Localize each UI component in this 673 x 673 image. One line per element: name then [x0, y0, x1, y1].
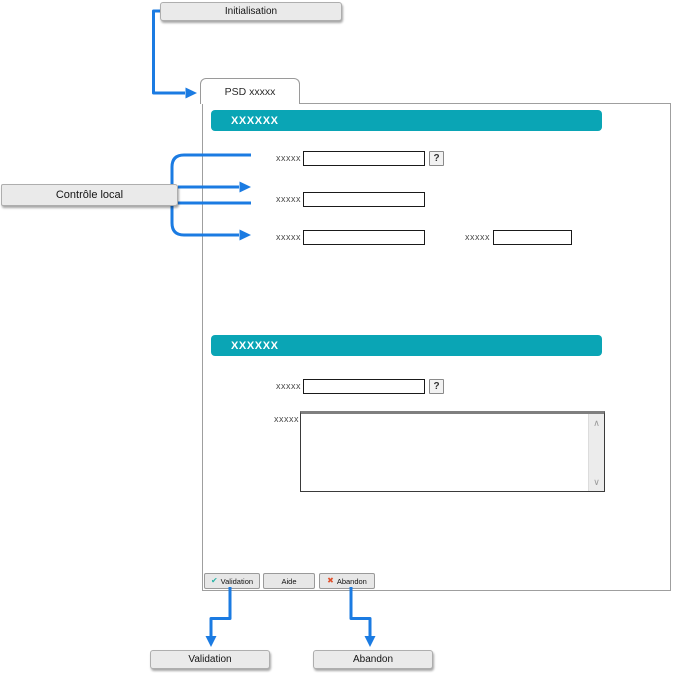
cross-icon: ✖	[327, 576, 334, 585]
tab-psd[interactable]: PSD xxxxx	[200, 78, 300, 104]
arrow-abandon-button-to-node	[349, 587, 372, 636]
field-label-row3b: xxxxx	[465, 232, 490, 242]
field-label-row2: xxxxx	[276, 194, 301, 204]
flow-node-initialisation-label: Initialisation	[224, 6, 278, 17]
memo-textarea-frame: ∧ ∨	[300, 411, 605, 493]
flow-node-initialisation: Initialisation	[160, 2, 342, 21]
arrow-validation-button-to-node	[209, 587, 232, 636]
field-label-row4: xxxxx	[276, 381, 301, 391]
aide-button[interactable]: Aide	[263, 573, 315, 589]
text-input-row3b[interactable]	[493, 230, 572, 245]
text-input-row4[interactable]	[303, 379, 425, 394]
section-header-2-title: XXXXXX	[231, 339, 279, 352]
text-input-row1[interactable]	[303, 151, 425, 166]
validation-button[interactable]: ✔ Validation	[204, 573, 260, 589]
section-header-1: XXXXXX	[211, 110, 602, 131]
scroll-down-icon[interactable]: ∨	[593, 477, 600, 487]
arrowhead-abandon-node	[364, 636, 376, 647]
flow-node-validation-label: Validation	[188, 654, 232, 665]
help-button-row4[interactable]: ?	[429, 379, 444, 394]
validation-button-label: Validation	[220, 576, 254, 586]
tab-psd-label: PSD xxxxx	[224, 85, 276, 98]
aide-button-label: Aide	[281, 576, 297, 586]
form-panel: XXXXXX xxxxx ? xxxxx xxxxx xxxxx XXXXXX …	[202, 103, 671, 591]
memo-scrollbar[interactable]: ∧ ∨	[588, 414, 604, 491]
field-label-row3a: xxxxx	[276, 232, 301, 242]
arrow-initialisation-to-tab	[152, 9, 185, 95]
flow-node-controle-local-label: Contrôle local	[55, 189, 124, 201]
text-input-row3a[interactable]	[303, 230, 425, 245]
field-label-row1: xxxxx	[276, 153, 301, 163]
scroll-up-icon[interactable]: ∧	[593, 418, 600, 428]
text-input-row2[interactable]	[303, 192, 425, 207]
abandon-button[interactable]: ✖ Abandon	[319, 573, 375, 589]
abandon-button-label: Abandon	[336, 576, 367, 586]
memo-textarea[interactable]	[301, 414, 592, 493]
section-header-2: XXXXXX	[211, 335, 602, 356]
check-icon: ✔	[210, 576, 218, 585]
flow-node-validation: Validation	[150, 650, 270, 669]
arrowhead-tab	[185, 87, 197, 99]
section-header-1-title: XXXXXX	[231, 114, 279, 127]
flow-node-abandon: Abandon	[313, 650, 433, 669]
flow-node-abandon-label: Abandon	[352, 654, 394, 665]
help-button-row1[interactable]: ?	[429, 151, 444, 166]
flow-node-controle-local: Contrôle local	[1, 184, 178, 206]
question-mark-icon: ?	[433, 153, 440, 164]
question-mark-icon: ?	[433, 381, 440, 392]
field-label-memo: xxxxx	[274, 414, 299, 424]
arrowhead-validation-node	[205, 636, 217, 647]
